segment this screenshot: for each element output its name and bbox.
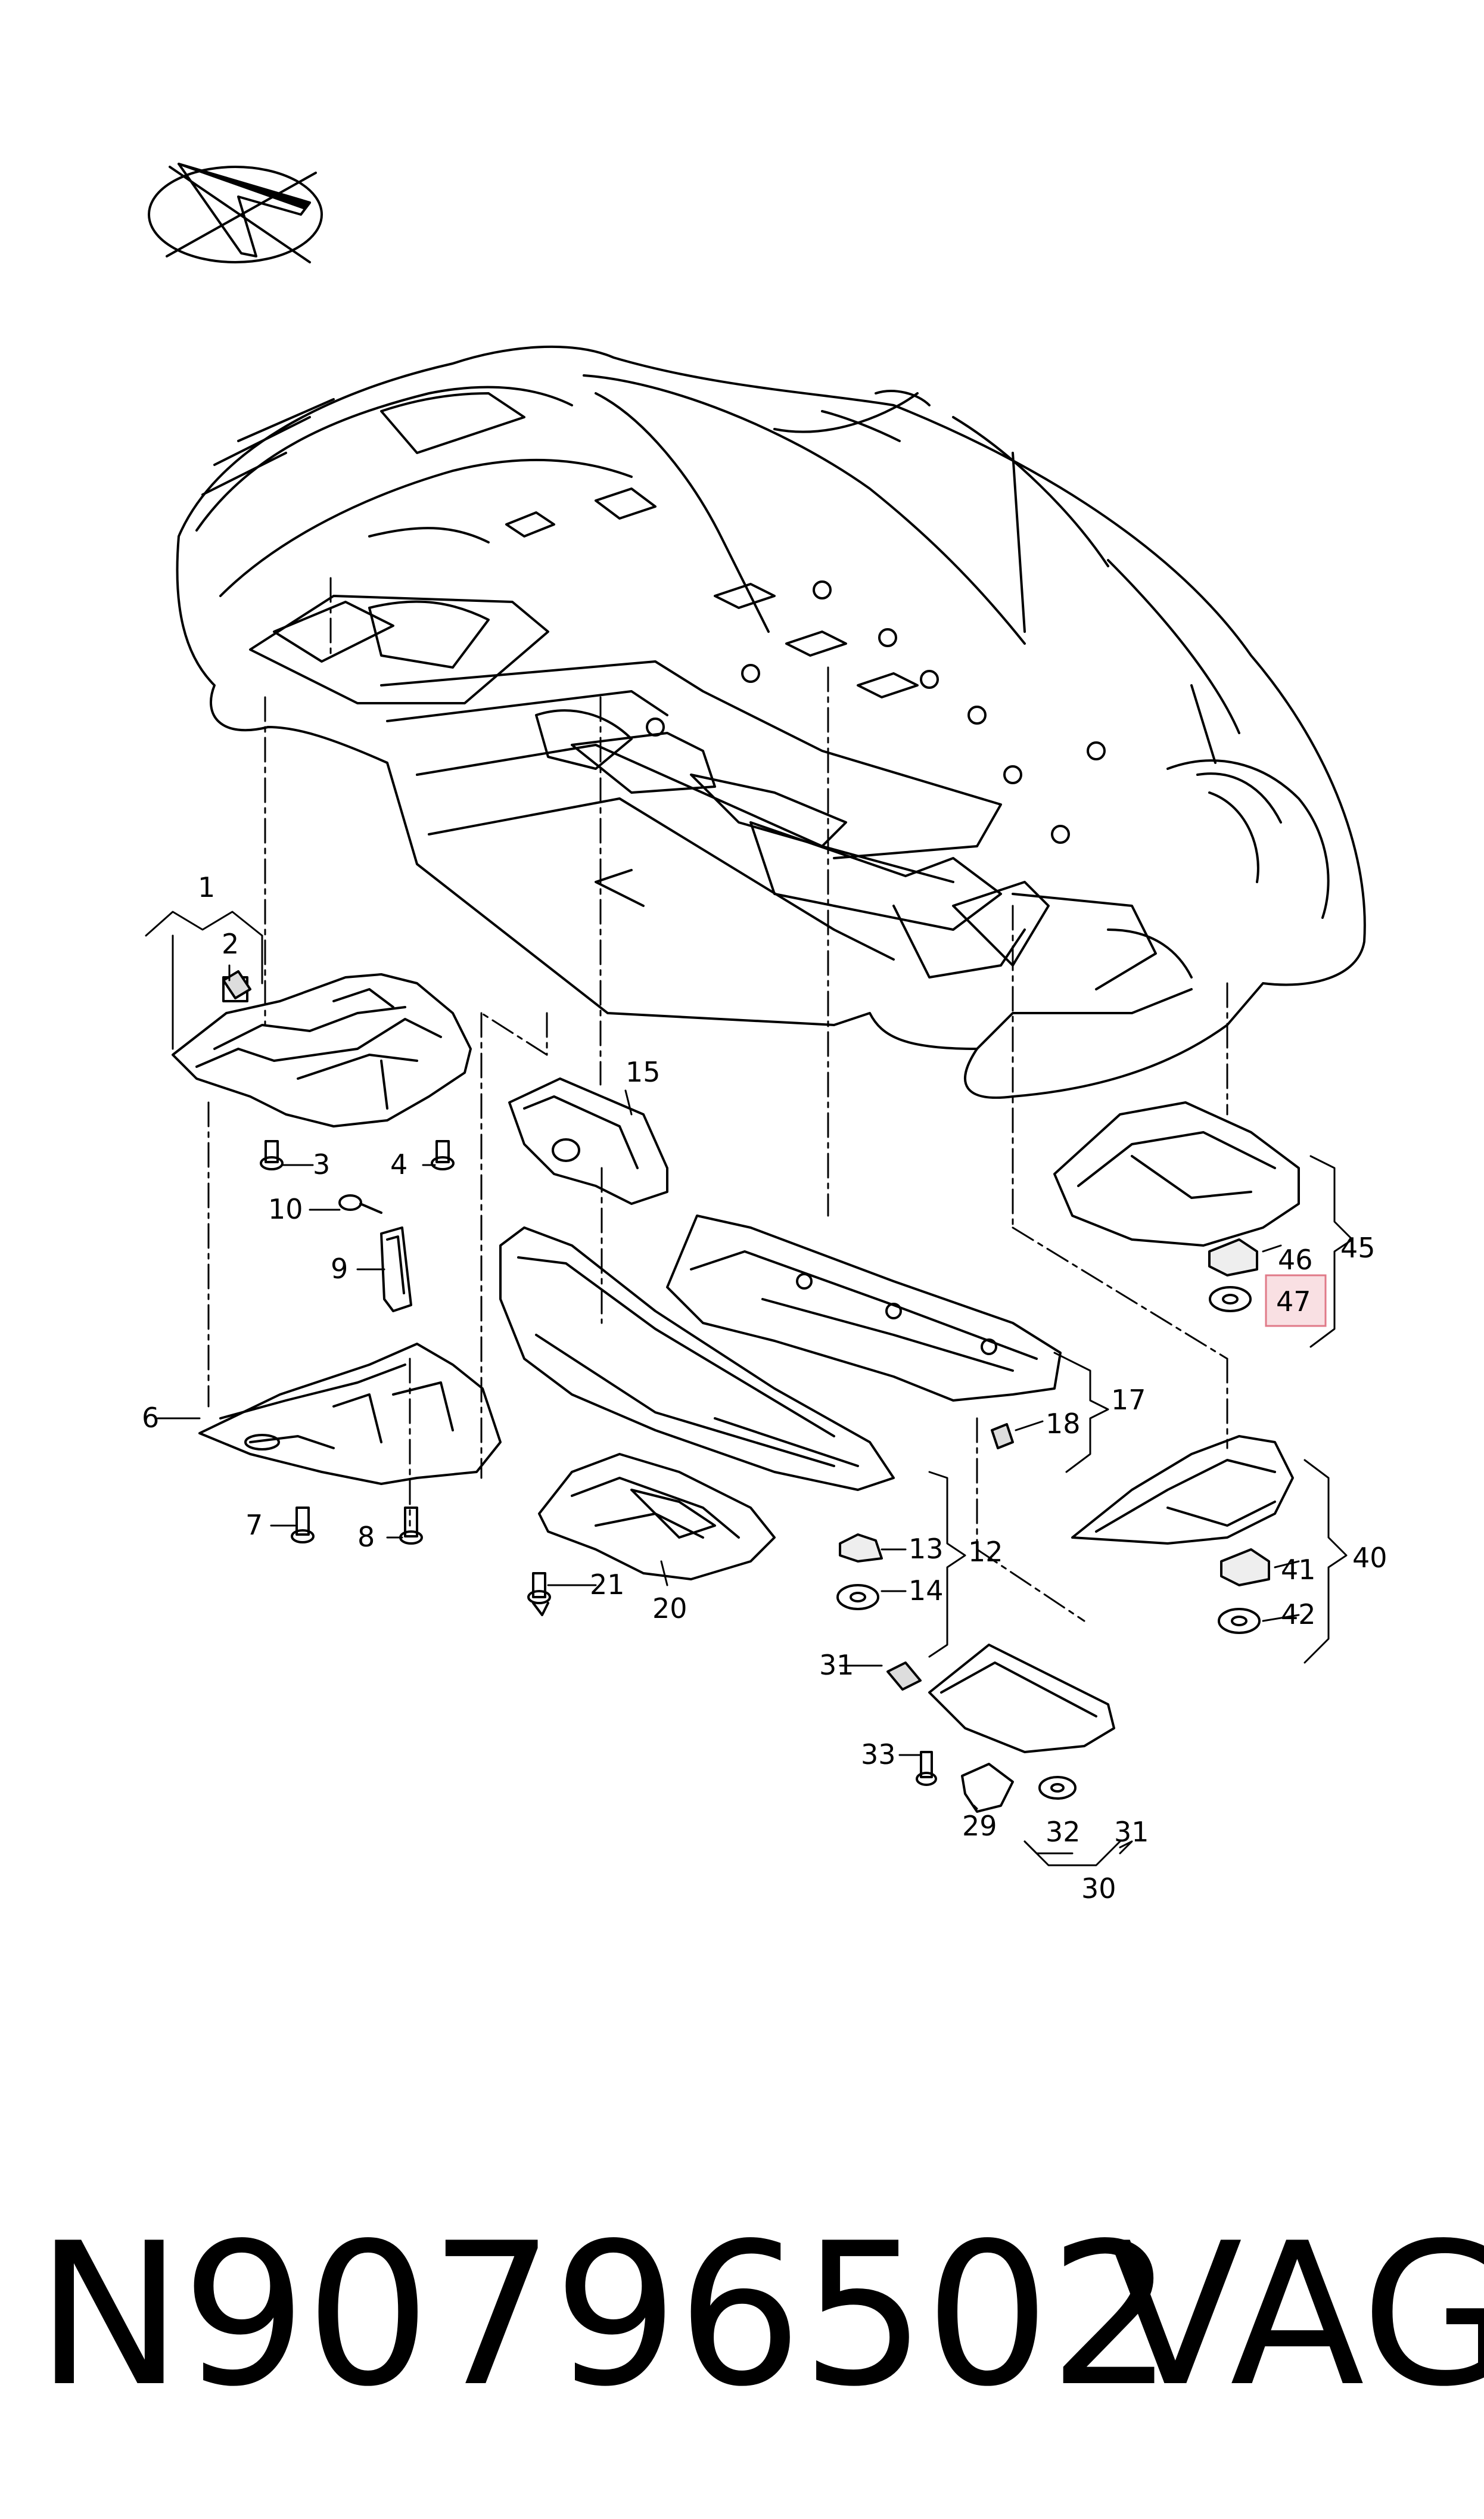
part-33-bolt xyxy=(916,1751,937,1786)
label-17: 17 xyxy=(1111,1384,1146,1416)
label-33: 33 xyxy=(861,1738,896,1771)
part-13-clip xyxy=(839,1533,883,1563)
part-15-heat-shield xyxy=(508,1077,668,1205)
part-31-clip xyxy=(886,1661,922,1691)
label-12: 12 xyxy=(968,1536,1003,1568)
part-21-bolt xyxy=(527,1572,551,1616)
label-32: 32 xyxy=(1046,1816,1081,1848)
label-45: 45 xyxy=(1340,1232,1376,1264)
part-number: N90796502 xyxy=(36,2201,1174,2430)
part-4-bolt xyxy=(431,1140,455,1170)
label-20: 20 xyxy=(652,1592,687,1625)
label-14: 14 xyxy=(909,1574,944,1607)
label-21: 21 xyxy=(590,1568,625,1601)
part-32-nut xyxy=(1038,1776,1077,1800)
part-12-tunnel-panel xyxy=(499,1226,895,1491)
label-7: 7 xyxy=(245,1509,263,1541)
label-46: 46 xyxy=(1278,1244,1313,1276)
part-18-clip xyxy=(991,1423,1014,1449)
part-29-cap xyxy=(961,1763,1014,1813)
part-7-bolt xyxy=(291,1507,315,1543)
part-46-clip xyxy=(1208,1238,1258,1276)
part-42-nut xyxy=(1218,1608,1261,1634)
label-30: 30 xyxy=(1081,1872,1116,1905)
label-1: 1 xyxy=(198,871,215,903)
label-6: 6 xyxy=(142,1402,159,1434)
part-47-nut xyxy=(1209,1286,1252,1312)
label-4: 4 xyxy=(390,1148,407,1181)
label-15: 15 xyxy=(626,1056,661,1088)
part-14-nut xyxy=(836,1584,879,1610)
highlight-box xyxy=(1265,1274,1327,1327)
part-45-rear-undertray xyxy=(1053,1101,1300,1247)
label-42: 42 xyxy=(1281,1598,1316,1630)
brand-name: VAG xyxy=(1108,2201,1484,2430)
label-47: 47 xyxy=(1276,1285,1311,1318)
part-40-rear-undertray xyxy=(1071,1435,1294,1545)
callout-labels: 1 2 3 4 10 9 6 7 8 15 17 18 12 13 14 21 … xyxy=(142,871,1387,1905)
part-9-bracket xyxy=(380,1226,412,1312)
label-10: 10 xyxy=(268,1193,303,1225)
label-13: 13 xyxy=(909,1533,944,1565)
part-8-bolt xyxy=(399,1507,423,1545)
label-40: 40 xyxy=(1352,1542,1387,1574)
part-17-side-panel xyxy=(666,1215,1062,1402)
label-29: 29 xyxy=(962,1810,997,1842)
part-41-clip xyxy=(1220,1548,1270,1586)
label-41: 41 xyxy=(1281,1554,1316,1586)
part-6-engine-undertray xyxy=(198,1343,502,1485)
label-3: 3 xyxy=(313,1148,330,1181)
label-9: 9 xyxy=(331,1253,348,1285)
label-8: 8 xyxy=(357,1521,375,1553)
leader-lines xyxy=(145,911,1354,1866)
part-20-gearbox-undertray xyxy=(538,1453,776,1580)
guide-lines xyxy=(207,577,1228,1622)
label-2: 2 xyxy=(222,928,239,960)
part-1-front-undertray xyxy=(172,973,472,1128)
label-31a: 31 xyxy=(819,1649,854,1681)
part-10-bolt xyxy=(338,1194,382,1214)
label-18: 18 xyxy=(1046,1408,1081,1440)
part-3-bolt xyxy=(260,1140,284,1170)
vehicle-underbody xyxy=(176,345,1366,1099)
part-30-rear-panel xyxy=(928,1644,1115,1753)
label-31b: 31 xyxy=(1114,1816,1149,1848)
orientation-icon xyxy=(148,163,323,263)
